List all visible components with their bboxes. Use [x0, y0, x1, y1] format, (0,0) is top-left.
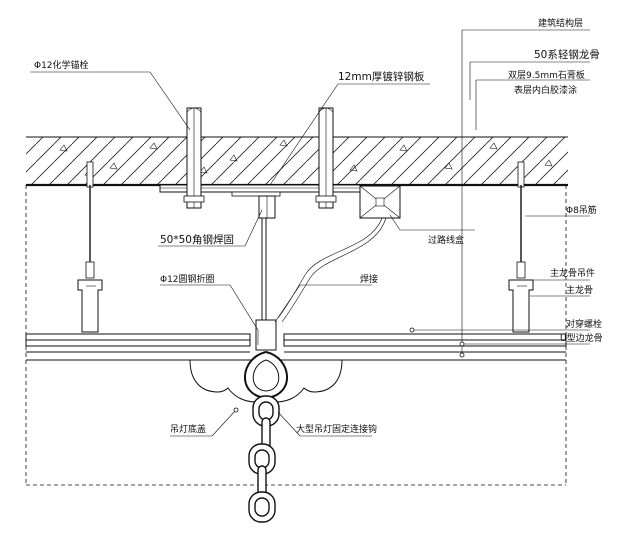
- label-chem-anchor: Φ12化学锚栓: [34, 59, 89, 71]
- label-steel-plate: 12mm厚镀锌钢板: [338, 70, 425, 83]
- label-angle-steel: 50*50角钢焊固: [160, 233, 234, 246]
- ceiling-board: [25, 333, 567, 361]
- label-bolt: 对穿螺栓: [566, 318, 602, 330]
- label-main-keel-hanger: 主龙骨吊件: [550, 267, 595, 279]
- anchor-bolt-left: [183, 107, 205, 209]
- concrete-slab: [26, 136, 568, 187]
- label-lamp-hook: 大型吊灯固定连接钩: [296, 423, 377, 435]
- hanger-right: [508, 161, 534, 333]
- hook-ring: [244, 350, 288, 400]
- electric-wires: [277, 217, 387, 323]
- label-main-keel: 主龙骨: [566, 284, 593, 296]
- hanger-left: [77, 161, 103, 333]
- label-building-structure: 建筑结构层: [538, 17, 583, 29]
- label-keel-50: 50系轻钢龙骨: [534, 48, 600, 61]
- label-paint: 表层内白胶漆涂: [514, 84, 577, 96]
- round-steel-loop: [255, 319, 277, 351]
- leader-lines: [30, 29, 590, 437]
- label-round-steel: Φ12圆钢折圈: [160, 273, 215, 285]
- anchor-bolt-right: [315, 107, 337, 209]
- angle-steel: [258, 195, 276, 330]
- junction-box: [359, 185, 401, 219]
- leader-dots: [233, 327, 465, 413]
- chain: [248, 395, 280, 523]
- label-gypsum-board: 双层9.5mm石膏板: [508, 69, 585, 81]
- label-hanger-rod: Φ8吊筋: [566, 204, 597, 216]
- label-lamp-cover: 吊灯底盖: [170, 423, 206, 435]
- label-junction-box: 过路线盒: [428, 234, 464, 246]
- label-weld: 焊接: [360, 273, 378, 285]
- label-u-edge: U型边龙骨: [560, 332, 603, 344]
